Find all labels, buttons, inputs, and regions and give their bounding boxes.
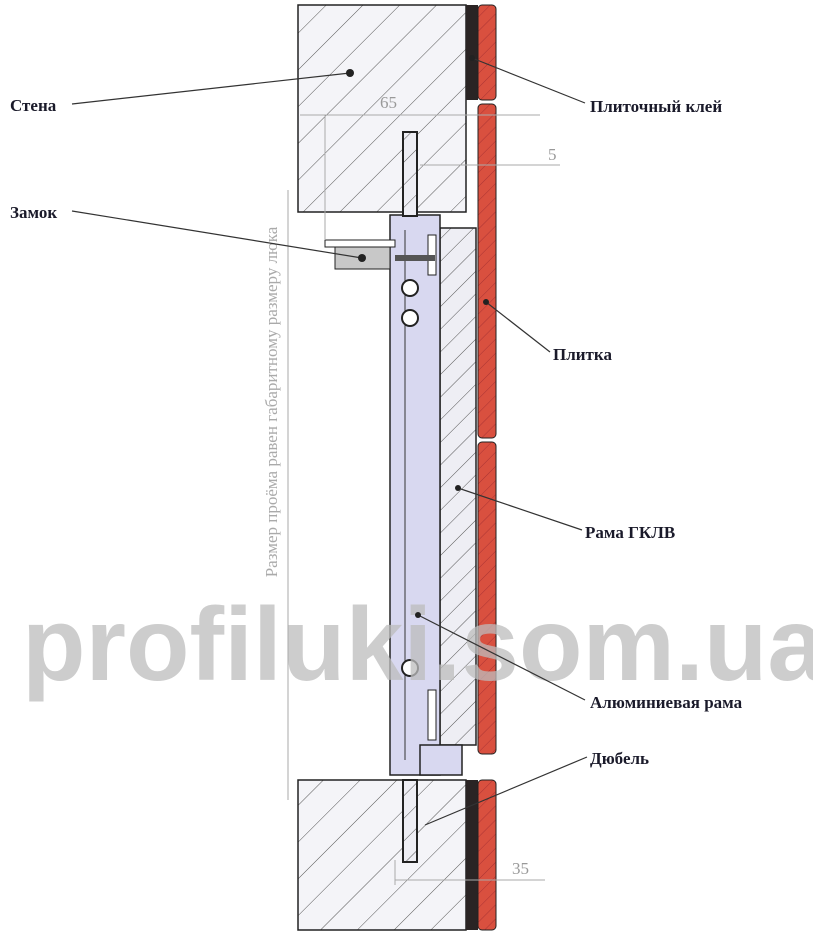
- label-tile: Плитка: [553, 345, 612, 364]
- tile-4: [477, 779, 497, 931]
- label-dowel: Дюбель: [590, 749, 649, 768]
- tile-2: [477, 103, 497, 439]
- hole: [401, 659, 419, 677]
- top-wall: [297, 4, 467, 213]
- dim-35: 35: [512, 859, 529, 878]
- tile-1: [477, 4, 497, 101]
- tile-3: [477, 441, 497, 755]
- bottom-wall: [297, 779, 467, 931]
- watermark: profiluki.som.ua: [22, 587, 813, 703]
- hole: [401, 309, 419, 327]
- dim-65: 65: [380, 93, 397, 112]
- screw-bottom: [402, 779, 418, 863]
- adhesive-bottom: [466, 780, 478, 930]
- hole: [401, 279, 419, 297]
- label-wall: Стена: [10, 96, 57, 115]
- aluminum-frame: [389, 214, 441, 776]
- dim-5: 5: [548, 145, 557, 164]
- label-aluminum-frame: Алюминиевая рама: [590, 693, 743, 712]
- opening-dimension: Размер проёма равен габаритному размеру …: [262, 226, 281, 577]
- adhesive-top: [466, 5, 478, 100]
- lock-plate: [324, 239, 396, 248]
- label-gklv-frame: Рама ГКЛВ: [585, 523, 675, 542]
- label-lock: Замок: [10, 203, 57, 222]
- screw-top: [402, 131, 418, 217]
- label-tile-adhesive: Плиточный клей: [590, 97, 722, 116]
